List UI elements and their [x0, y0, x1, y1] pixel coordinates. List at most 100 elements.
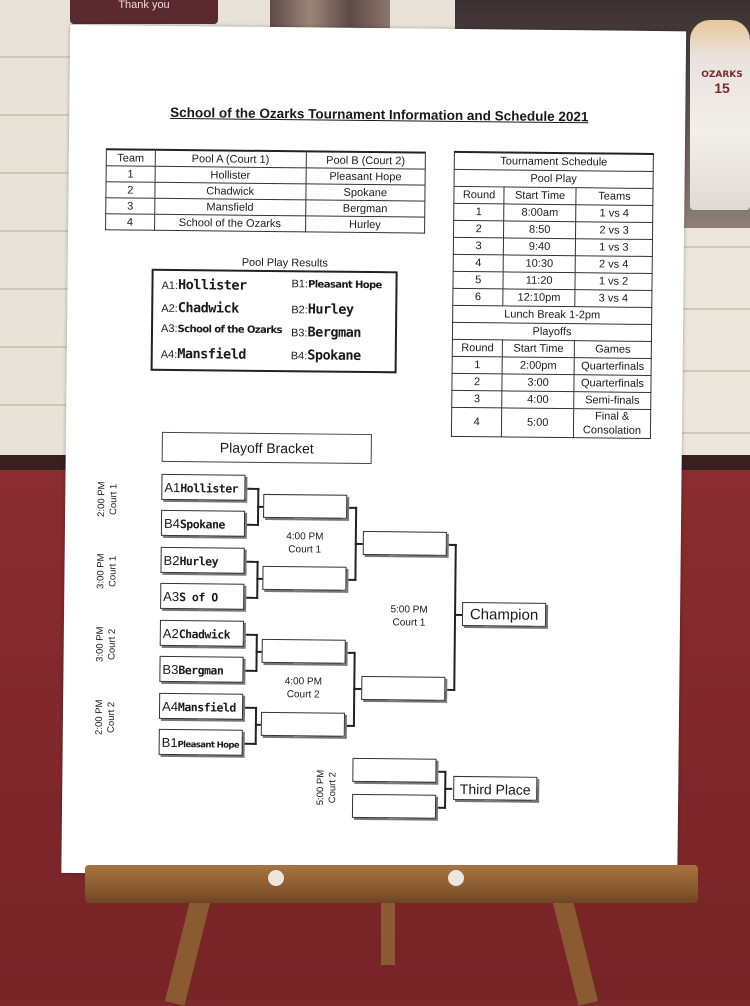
schedule-title: Tournament Schedule — [454, 151, 654, 172]
thank-you-sign: Thank you — [70, 0, 218, 24]
pool-cell: Hurley — [305, 215, 425, 234]
final-label-court: Court 1 — [392, 617, 426, 629]
tournament-poster: School of the Ozarks Tournament Informat… — [61, 24, 687, 880]
bracket-line — [353, 687, 362, 690]
results-box: A1:Hollister B1:Pleasant Hope A2:Chadwic… — [150, 268, 398, 374]
result-a3: A3:School of the Ozarks — [161, 323, 282, 336]
easel-ledge — [85, 865, 698, 903]
schedule-cell: 2 vs 3 — [575, 221, 653, 240]
quarterfinal-winner-slot — [263, 493, 348, 519]
result-seed: A3: — [160, 322, 178, 336]
bracket-seed-a3: A3S of O — [160, 582, 245, 610]
bracket-line — [354, 542, 363, 545]
table-row: 4 School of the Ozarks Hurley — [105, 213, 425, 234]
bracket-line — [444, 787, 453, 790]
result-a1: A1:Hollister — [161, 277, 246, 294]
schedule-cell: 3:00 — [502, 373, 575, 392]
pool-cell: 1 — [106, 165, 155, 183]
seed-team: Spokane — [179, 517, 225, 532]
seed-team: Chadwick — [178, 627, 231, 642]
easel-leg-center — [381, 895, 395, 965]
result-team: Mansfield — [177, 346, 247, 363]
schedule-header-cell: Round — [452, 339, 503, 357]
result-a2: A2:Chadwick — [161, 300, 239, 317]
bracket-title: Playoff Bracket — [161, 431, 372, 465]
semi-label-court: Court 1 — [288, 544, 322, 556]
schedule-cell: 1 — [453, 203, 505, 221]
schedule-cell: 1 vs 2 — [574, 272, 653, 291]
seed-team: S of O — [179, 590, 218, 605]
pool-play-label: Pool Play — [454, 169, 654, 189]
result-seed: A1: — [161, 279, 179, 293]
third-place-slot — [352, 757, 437, 783]
schedule-cell: 2 — [451, 373, 503, 391]
side-label-time: 2:00 PM — [93, 699, 106, 735]
pool-header-cell: Team — [106, 149, 156, 167]
seed-code: B3 — [162, 661, 179, 678]
schedule-cell: 11:20 — [503, 271, 576, 290]
result-seed: A2: — [161, 302, 178, 316]
schedule-cell: 1 vs 4 — [575, 204, 653, 223]
result-seed: B2: — [291, 304, 308, 317]
easel-knob — [268, 870, 284, 886]
side-label-court: Court 1 — [107, 555, 119, 587]
bracket-seed-a4: A4Mansfield — [158, 692, 244, 720]
result-team: Bergman — [307, 324, 362, 341]
result-b1: B1:Pleasant Hope — [291, 278, 381, 291]
playoffs-label: Playoffs — [452, 322, 652, 342]
pool-cell: Bergman — [305, 199, 425, 218]
result-team: Pleasant Hope — [307, 279, 382, 292]
pool-cell: Hollister — [154, 166, 306, 184]
result-b2: B2:Hurley — [291, 301, 353, 317]
schedule-cell: 5:00 — [501, 407, 574, 438]
third-label-court: Court 2 — [327, 772, 339, 804]
side-label-time: 2:00 PM — [96, 481, 108, 517]
seed-team: Mansfield — [177, 700, 236, 715]
schedule-cell: 3 vs 4 — [574, 289, 652, 308]
semi-label-time: 4:00 PM — [284, 676, 323, 688]
easel-knob — [448, 870, 464, 886]
pool-cell: Spokane — [305, 183, 426, 202]
team-photo-strip — [270, 0, 390, 28]
schedule-header-cell: Games — [574, 340, 652, 359]
side-label-time: 3:00 PM — [94, 626, 106, 662]
seed-team: Hollister — [180, 481, 239, 496]
semifinal-winner-slot — [361, 675, 446, 701]
bracket-seed-a2: A2Chadwick — [159, 619, 244, 647]
schedule-cell: Quarterfinals — [574, 357, 652, 376]
pool-cell: 3 — [105, 197, 155, 215]
semifinal-winner-slot — [362, 530, 447, 556]
seed-code: A4 — [161, 698, 179, 715]
schedule-cell: 3 — [453, 237, 504, 255]
schedule-cell: 12:10pm — [503, 288, 575, 307]
jersey-number: 15 — [714, 80, 730, 96]
pool-cell: Pleasant Hope — [305, 167, 426, 186]
bracket-seed-a1: A1Hollister — [161, 473, 246, 501]
schedule-cell: Final & Consolation — [573, 408, 651, 439]
result-team: Chadwick — [177, 300, 239, 317]
seed-code: A2 — [162, 625, 179, 642]
seed-team: Bergman — [178, 663, 224, 678]
schedule-cell: 3 — [451, 390, 503, 408]
bracket-line — [453, 543, 457, 691]
bracket-line — [454, 613, 463, 617]
schedule-cell: 1 — [452, 356, 503, 374]
third-label-time: 5:00 PM — [315, 769, 327, 806]
quarterfinal-winner-slot — [260, 711, 346, 737]
schedule-cell: 8:50 — [503, 220, 576, 239]
lunch-break: Lunch Break 1-2pm — [452, 305, 652, 325]
result-b4: B4:Spokane — [291, 347, 361, 364]
pool-table: Team Pool A (Court 1) Pool B (Court 2) 1… — [105, 148, 426, 234]
schedule-cell: 4 — [453, 254, 504, 272]
schedule-cell: 9:40 — [503, 237, 576, 256]
schedule-header-cell: Round — [453, 186, 505, 204]
result-seed: B4: — [290, 350, 308, 363]
